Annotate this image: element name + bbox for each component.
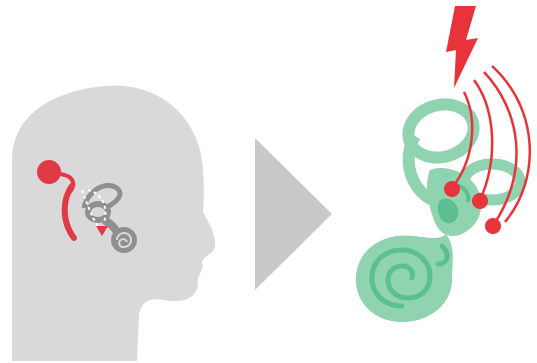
play-triangle-arrow-icon [255, 138, 332, 290]
electrode-dot-icon [472, 193, 488, 209]
vestibular-labyrinth-icon [356, 97, 520, 322]
lightning-bolt-icon [446, 6, 478, 88]
electrode-dot-icon [485, 218, 501, 234]
electrode-dot-icon [444, 181, 460, 197]
